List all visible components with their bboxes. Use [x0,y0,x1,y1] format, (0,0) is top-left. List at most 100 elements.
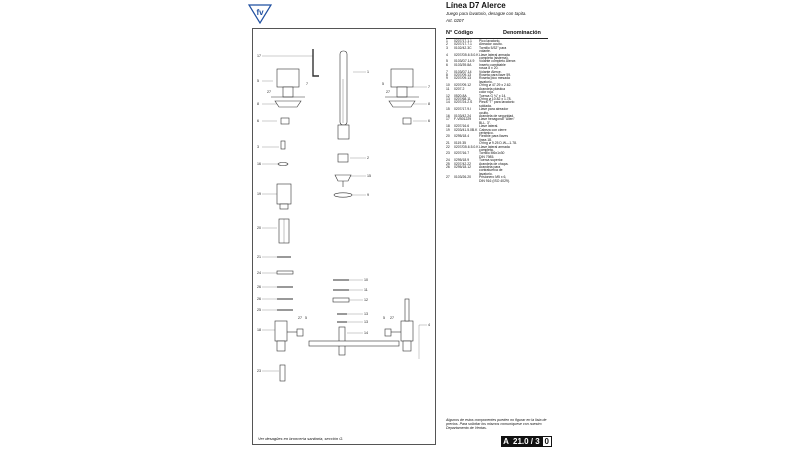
part-number: 11 [446,86,450,91]
label-13: 13 [364,312,368,316]
part-description: Llave hexagonal "Allen" [479,117,515,122]
label-9: 9 [367,193,369,197]
label-24: 24 [257,271,261,275]
section-letter: A [501,436,511,447]
part-code: 0203/41.5.0B.K [454,127,478,132]
label-14: 14 [364,331,368,335]
part-number: 2 [446,42,448,47]
article-number: Art. 0207 [446,18,464,23]
part-code: 0207/68.11 [454,96,471,101]
part-description: Prisionero M5 x 6, [479,175,507,180]
part-description: lavatorio. [479,79,493,84]
part-number: 22 [446,144,450,149]
part-code: 0207/16.7 [454,151,470,156]
table-row: soldada. [446,103,550,108]
label-27: 27 [390,316,394,320]
label-21: 21 [257,255,261,259]
part-code: 0207/24.2.S [454,100,473,105]
part-description: soldada. [479,103,492,108]
part-description: Cabeza con cierre [479,127,507,132]
part-description: Pico lavatorio. [479,39,501,43]
label-16: 16 [257,162,261,166]
part-number: 6 [446,62,448,67]
part-description: color roja. [479,90,494,95]
logo-text: fv [256,8,264,17]
part-number: 16 [446,113,450,118]
label-1: 1 [367,70,369,74]
part-description: Volante Alerce. [479,69,502,74]
part-description: Tornillo M6x1x30 [479,151,505,156]
part-description: completa. [479,148,494,152]
part-description: Aireador oculto. [479,42,503,47]
label-25: 25 [257,308,261,312]
part-description: rosca 8 x 20. [479,66,499,71]
col-number-header: N° [446,30,453,36]
part-code: 0207/17.7.1 [454,42,472,47]
label-20: 20 [257,226,261,230]
table-row: BLL. 3". [446,121,550,125]
part-code [454,180,479,183]
table-row: línea 18. [446,138,550,142]
label-27: 27 [386,90,390,94]
part-code: 0119.35 [454,141,467,146]
label-18: 18 [257,328,261,332]
part-code: 0207/D5.6.5.0.K [454,144,479,149]
label-2: 2 [367,156,369,160]
part-number: 15 [446,107,450,112]
diagram-drawing: 17 5 27 7 8 6 3 16 19 20 21 24 26 26 25 … [257,49,430,382]
part-description: Flexible para llaves [479,134,509,139]
part-description: contratuerca de [479,168,503,173]
page-sub-number: 0 [541,436,552,447]
label-4: 4 [428,323,430,327]
part-number: 21 [446,141,450,146]
table-row: contratuerca de [446,168,550,173]
part-description: Tuerca G ¾" x 14. [479,93,507,98]
label-7: 7 [306,82,308,86]
label-6: 6 [428,119,430,123]
table-row: oculto. [446,111,550,115]
availability-note: Algunos de estos componentes pueden no f… [446,418,547,430]
part-code: 0295/18.12 [454,165,471,170]
part-description: Pieza "T" para lavatorio [479,100,515,105]
label-5: 5 [382,82,384,86]
table-row: rosca 8 x 20. [446,66,550,71]
part-description: completa (sistema). [479,56,509,61]
table-row: 20 0295/18.4 Flexible para llaves [446,134,550,139]
part-number: 8 [446,73,448,78]
table-row: volante. [446,49,550,53]
part-code: 0207/42.22 [454,161,471,166]
page-number-badge: A 21.0 / 3 0 [501,436,552,447]
part-description: Arandela de seguridad. [479,113,515,118]
part-number: 4 [446,52,448,57]
part-number: 20 [446,134,450,139]
fv-logo: fv [247,4,273,25]
page-title: Línea D7 Alerce [446,1,506,10]
part-code: 0103/39.8A [454,62,472,67]
part-code: 0295/18.4 [454,134,470,139]
part-description: Tuerca superior. [479,158,504,163]
label-8: 8 [428,102,430,106]
part-number: 12 [446,93,450,98]
table-row: cerámico. [446,131,550,135]
part-code: 0103/26.20 [454,175,471,180]
part-code: 0207/17.1.1 [454,39,472,43]
table-row: completa. [446,148,550,152]
part-number: 19 [446,127,450,132]
table-row: completa (sistema). [446,56,550,61]
table-row: lavatorio. [446,172,550,176]
label-5: 5 [305,316,307,320]
part-number: 3 [446,45,448,50]
